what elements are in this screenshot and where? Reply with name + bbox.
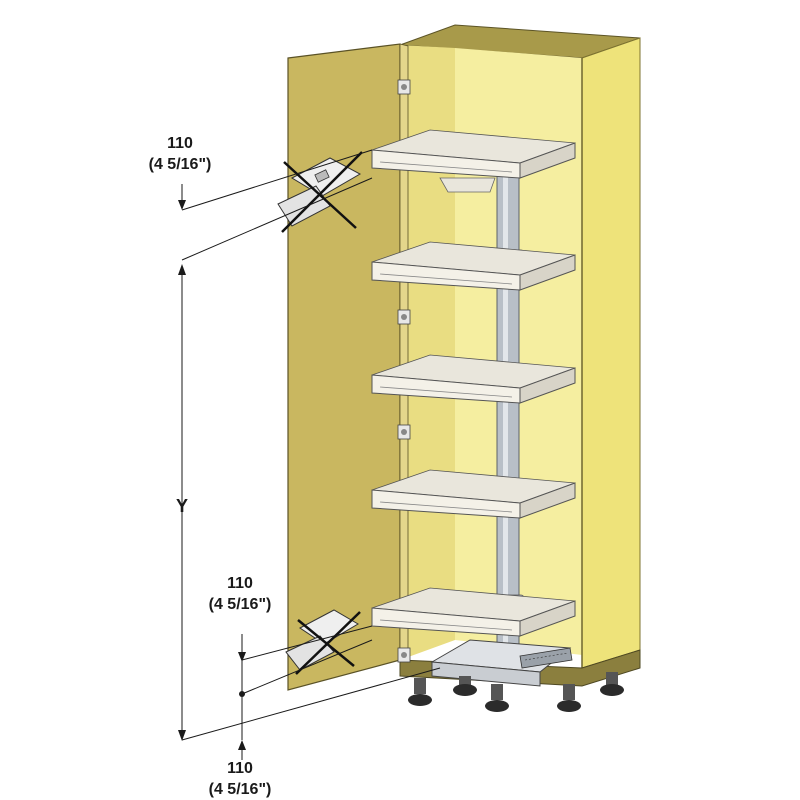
extension-line: [181, 667, 441, 741]
arrow-icon: [178, 264, 186, 275]
top-dimension-value: 110: [167, 135, 193, 152]
dimension-lines: [181, 149, 441, 741]
leveling-foot-icon: [408, 678, 432, 706]
bottom-lower-dimension-value: 110: [227, 760, 253, 777]
hinge-icon: [397, 424, 411, 440]
central-pole: [491, 174, 525, 646]
dimension-dot: [239, 691, 245, 697]
tray: [371, 354, 576, 404]
extension-line: [181, 177, 373, 261]
arrow-icon: [238, 652, 246, 662]
leveling-feet: [408, 672, 624, 712]
height-dimension-label: Y: [176, 496, 188, 516]
extension-line: [241, 625, 373, 661]
cross-out-icon: [281, 151, 363, 233]
hinge-icon: [397, 309, 411, 325]
tray: [371, 587, 576, 637]
leveling-foot-icon: [453, 676, 477, 696]
trays: [371, 129, 576, 637]
bottom-upper-dimension-value: 110: [227, 575, 253, 592]
dimension-labels: 110 (4 5/16") Y 110 (4 5/16") 110 (4 5/1…: [149, 135, 272, 798]
cabinet-right-side: [581, 37, 641, 669]
crossed-out-bottom-clamp: [285, 609, 361, 675]
tray: [371, 129, 576, 193]
cross-out-icon: [295, 611, 361, 675]
pole-clamp-icon: [285, 609, 359, 671]
door-hinges: [397, 79, 411, 663]
leveling-foot-icon: [600, 672, 624, 696]
tray: [371, 241, 576, 291]
extension-line: [241, 639, 373, 695]
arrow-icon: [238, 740, 246, 750]
hinge-icon: [397, 647, 411, 663]
arrow-icon: [178, 184, 186, 210]
extension-line: [181, 149, 373, 211]
leveling-foot-icon: [485, 684, 509, 712]
hinge-icon: [397, 79, 411, 95]
base-mechanism: [430, 639, 573, 687]
top-dimension-imperial: (4 5/16"): [149, 156, 212, 173]
leveling-foot-icon: [557, 684, 581, 712]
tray: [371, 469, 576, 519]
bottom-lower-dimension-imperial: (4 5/16"): [209, 781, 272, 798]
bottom-upper-dimension-imperial: (4 5/16"): [209, 596, 272, 613]
arrowheads: [178, 184, 246, 760]
arrow-icon: [178, 730, 186, 741]
crossed-out-top-clamp: [277, 151, 363, 233]
door-panel: [287, 43, 401, 691]
door-edge: [399, 43, 409, 663]
open-door: [287, 43, 409, 691]
